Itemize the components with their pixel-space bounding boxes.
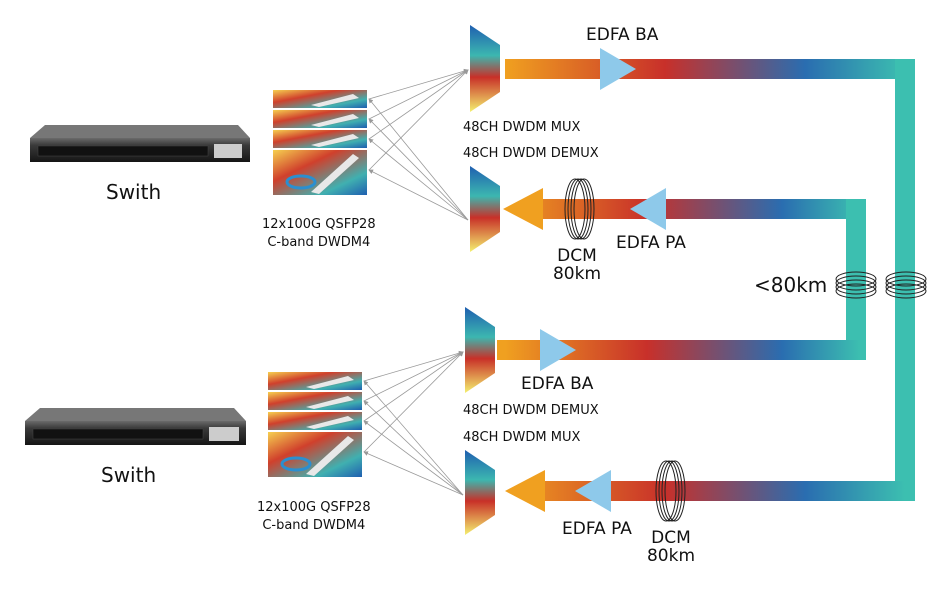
dcm-a-label-line1: DCM (557, 246, 597, 266)
inner-fiber-loop (497, 188, 866, 360)
connector-line (368, 169, 469, 221)
arrowhead-into-mux-b (505, 470, 545, 512)
module-a-label-line1: 12x100G QSFP28 (262, 217, 376, 232)
edfa-pa-label-a: EDFA PA (616, 233, 686, 253)
connector-line (363, 451, 464, 496)
dcm-coil-icon-b (655, 460, 686, 522)
demux-a-label: 48CH DWDM DEMUX (463, 146, 599, 161)
mux-a-label: 48CH DWDM MUX (463, 120, 581, 135)
qsfp28-module-stack-b (268, 372, 362, 477)
connector-line (368, 69, 469, 120)
qsfp28-module (268, 372, 362, 390)
transceiver-icon (311, 94, 359, 107)
arrowhead-into-demux-a (503, 188, 543, 230)
edfa-pa-amplifier-a (630, 188, 666, 230)
switch-b (25, 408, 246, 445)
module-b-label-line2: C-band DWDM4 (262, 518, 366, 533)
connector-line (363, 351, 464, 422)
connector-line (368, 98, 469, 221)
module-b-label: 12x100G QSFP28 C-band DWDM4 (257, 499, 371, 535)
connector-line (363, 380, 464, 496)
edfa-ba-amplifier-a (600, 48, 636, 90)
switch-a (30, 125, 250, 162)
edfa-ba-label-b: EDFA BA (521, 374, 594, 394)
dcm-b-label-line2: 80km (646, 546, 696, 566)
transceiver-icon (306, 416, 354, 429)
edfa-pa-label-b: EDFA PA (562, 519, 632, 539)
qsfp28-module (273, 90, 367, 108)
module-a-label: 12x100G QSFP28 C-band DWDM4 (262, 216, 376, 252)
dcm-a-label: DCM 80km (551, 247, 603, 283)
transceiver-icon (311, 114, 359, 127)
module-b-label-line1: 12x100G QSFP28 (257, 500, 371, 515)
transceiver-icon (311, 154, 359, 194)
transceiver-icon (306, 436, 354, 476)
fiber-spool-icon-inner (835, 271, 877, 299)
connector-line (368, 138, 469, 221)
connector-line (368, 69, 469, 140)
switch-b-label: Swith (101, 463, 157, 487)
switch-a-label: Swith (106, 180, 162, 204)
qsfp28-module (273, 110, 367, 128)
connector-line (363, 350, 464, 382)
qsfp28-module (273, 130, 367, 148)
edfa-ba-label-a: EDFA BA (586, 25, 659, 45)
pull-tab-icon (285, 174, 317, 190)
connector-line (368, 118, 469, 221)
mux-b (465, 450, 495, 535)
module-a-label-line2: C-band DWDM4 (267, 235, 371, 250)
demux-b-label: 48CH DWDM DEMUX (463, 403, 599, 418)
dcm-b-label-line1: DCM (651, 528, 691, 548)
dcm-coil-icon-a (564, 178, 595, 240)
connector-line (363, 420, 464, 496)
connector-line (363, 400, 464, 496)
module-connections (363, 68, 469, 496)
edfa-pa-amplifier-b (575, 470, 611, 512)
qsfp28-module-stack-a (273, 90, 367, 195)
transceiver-icon (306, 376, 354, 389)
connector-line (363, 351, 464, 453)
dcm-a-label-line2: 80km (552, 264, 602, 284)
demux-a (470, 166, 500, 252)
connector-line (368, 69, 469, 171)
edfa-ba-amplifier-b (540, 329, 576, 371)
transceiver-icon (311, 134, 359, 147)
link-distance-label: <80km (754, 273, 828, 297)
mux-a (470, 25, 500, 112)
mux-b-label: 48CH DWDM MUX (463, 430, 581, 445)
fiber-spool-icon-outer (885, 271, 927, 299)
dcm-b-label: DCM 80km (645, 529, 697, 565)
qsfp28-module (268, 392, 362, 410)
connector-line (368, 68, 469, 100)
pull-tab-icon (280, 456, 312, 472)
qsfp28-module (268, 412, 362, 430)
demux-b (465, 307, 495, 393)
transceiver-icon (306, 396, 354, 409)
connector-line (363, 351, 464, 402)
